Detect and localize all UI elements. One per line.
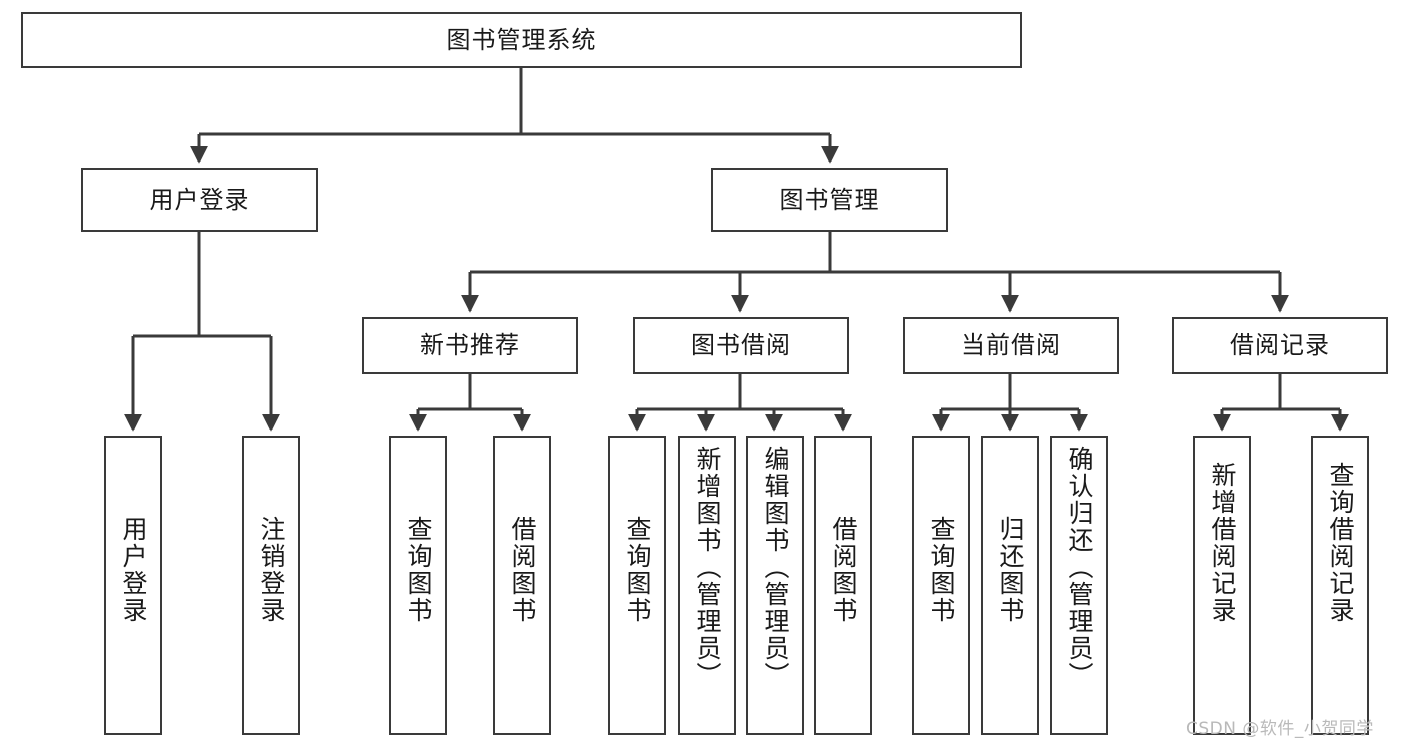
leaf-add-record[interactable]: 新增借阅记录 <box>1193 436 1251 735</box>
leaf-query-record[interactable]: 查询借阅记录 <box>1311 436 1369 735</box>
node-new-book-recommend-label: 新书推荐 <box>420 331 520 360</box>
leaf-query-book-2[interactable]: 查询图书 <box>608 436 666 735</box>
leaf-query-book-3-label: 查询图书 <box>927 516 956 624</box>
leaf-borrow-book-1-label: 借阅图书 <box>508 516 537 624</box>
node-book-borrow-label: 图书借阅 <box>691 331 791 360</box>
node-book-manage-label: 图书管理 <box>779 185 880 214</box>
leaf-edit-book-label: 编辑图书（管理员） <box>761 446 790 689</box>
leaf-confirm-return[interactable]: 确认归还（管理员） <box>1050 436 1108 735</box>
node-book-borrow[interactable]: 图书借阅 <box>633 317 849 374</box>
node-borrow-record-label: 借阅记录 <box>1230 331 1330 360</box>
leaf-borrow-book-2[interactable]: 借阅图书 <box>814 436 872 735</box>
leaf-add-record-label: 新增借阅记录 <box>1208 462 1237 624</box>
leaf-user-login-label: 用户登录 <box>119 516 148 624</box>
node-new-book-recommend[interactable]: 新书推荐 <box>362 317 578 374</box>
node-user-login-label: 用户登录 <box>149 185 250 214</box>
node-root-label: 图书管理系统 <box>446 25 597 54</box>
leaf-return-book[interactable]: 归还图书 <box>981 436 1039 735</box>
leaf-query-record-label: 查询借阅记录 <box>1326 462 1355 624</box>
leaf-return-book-label: 归还图书 <box>996 516 1025 624</box>
leaf-borrow-book-2-label: 借阅图书 <box>829 516 858 624</box>
leaf-edit-book[interactable]: 编辑图书（管理员） <box>746 436 804 735</box>
leaf-query-book-1[interactable]: 查询图书 <box>389 436 447 735</box>
leaf-borrow-book-1[interactable]: 借阅图书 <box>493 436 551 735</box>
leaf-add-book[interactable]: 新增图书（管理员） <box>678 436 736 735</box>
node-current-borrow-label: 当前借阅 <box>961 331 1061 360</box>
node-borrow-record[interactable]: 借阅记录 <box>1172 317 1388 374</box>
leaf-confirm-return-label: 确认归还（管理员） <box>1065 446 1094 689</box>
leaf-logout-login[interactable]: 注销登录 <box>242 436 300 735</box>
node-book-manage[interactable]: 图书管理 <box>711 168 948 232</box>
node-current-borrow[interactable]: 当前借阅 <box>903 317 1119 374</box>
leaf-query-book-2-label: 查询图书 <box>623 516 652 624</box>
leaf-add-book-label: 新增图书（管理员） <box>693 446 722 689</box>
leaf-user-login[interactable]: 用户登录 <box>104 436 162 735</box>
leaf-query-book-3[interactable]: 查询图书 <box>912 436 970 735</box>
node-user-login[interactable]: 用户登录 <box>81 168 318 232</box>
leaf-logout-login-label: 注销登录 <box>257 516 286 624</box>
leaf-query-book-1-label: 查询图书 <box>404 516 433 624</box>
node-root[interactable]: 图书管理系统 <box>21 12 1022 68</box>
